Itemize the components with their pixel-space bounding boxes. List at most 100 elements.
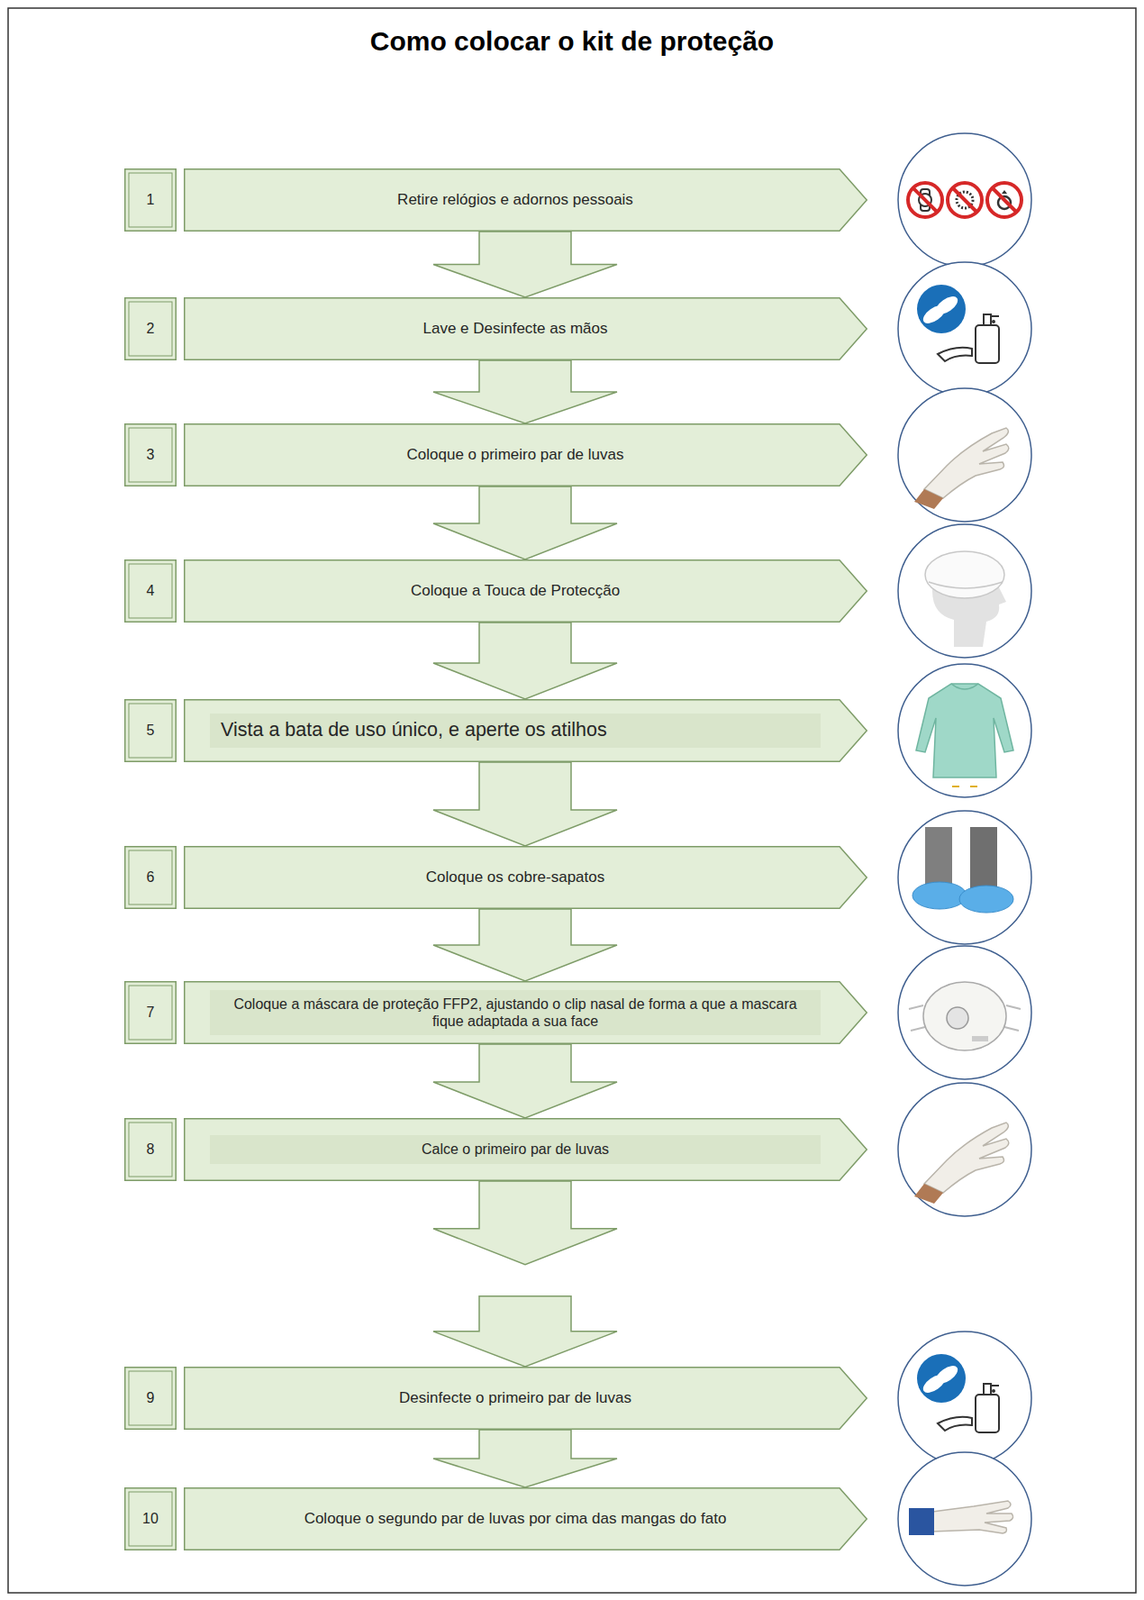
number-square — [125, 699, 177, 763]
number-square — [125, 1488, 177, 1551]
number-square-inner — [128, 172, 173, 227]
icon-part — [913, 188, 937, 212]
icon-part — [898, 663, 1032, 798]
glove-icon — [898, 1082, 1032, 1217]
flow-arrow — [433, 486, 618, 560]
number-square-inner — [128, 985, 173, 1040]
step-number: 2 — [143, 319, 159, 337]
step-text: Vista a bata de uso único, e aperte os a… — [209, 713, 821, 748]
icon-part — [951, 683, 979, 690]
icon-part — [898, 945, 1032, 1080]
icon-part — [898, 388, 1032, 522]
icon-part — [917, 284, 999, 364]
flow-arrow — [433, 1429, 618, 1488]
arrow-box-shape — [184, 424, 868, 487]
page-border — [8, 8, 1136, 1593]
icon-part — [917, 1353, 999, 1433]
number-square — [125, 560, 177, 623]
icon-part — [992, 188, 1017, 212]
step-number-box: 10 — [124, 1487, 177, 1551]
icon-part — [914, 1122, 1009, 1204]
icon-part — [925, 551, 1005, 599]
step-number: 5 — [143, 721, 159, 739]
icon-part — [907, 182, 943, 218]
icon-part — [946, 1007, 969, 1029]
step-arrow-box: Vista a bata de uso único, e aperte os a… — [183, 699, 868, 763]
no-jewellery-icon — [898, 133, 1032, 267]
step-number: 7 — [143, 1003, 159, 1021]
number-square — [125, 1118, 177, 1181]
number-square — [125, 169, 177, 232]
step-text: Coloque a Touca de Protecção — [407, 581, 624, 600]
icon-part — [925, 826, 953, 890]
number-square — [125, 846, 177, 909]
icon-part — [987, 182, 1022, 218]
icon-part — [970, 826, 998, 892]
cap-icon — [898, 524, 1032, 658]
icon-part — [928, 581, 1003, 589]
step-text: Lave e Desinfecte as mãos — [418, 319, 611, 338]
flow-arrow — [433, 908, 618, 981]
icon-part — [898, 1452, 1032, 1586]
icon-part — [898, 1331, 1032, 1465]
icon-part — [932, 1500, 1014, 1534]
flow-arrow — [433, 762, 618, 846]
arrow-box-shape — [184, 846, 868, 909]
number-square-inner — [128, 301, 173, 356]
arrow-box-shape — [184, 981, 868, 1045]
gown-icon — [898, 663, 1032, 798]
step-number-box: 7 — [124, 980, 177, 1045]
step-arrow-box: Coloque a Touca de Protecção — [183, 559, 868, 623]
icon-part — [987, 182, 1022, 218]
diagram-title: Como colocar o kit de proteção — [0, 25, 1144, 58]
icon-part — [947, 182, 982, 218]
icon-part — [898, 810, 1032, 945]
number-square — [125, 981, 177, 1045]
step-number-box: 2 — [124, 297, 177, 361]
step-text: Retire relógios e adornos pessoais — [393, 190, 637, 209]
step-number: 1 — [143, 190, 159, 209]
icon-part — [908, 1507, 935, 1535]
number-square-inner — [128, 703, 173, 758]
step-arrow-box: Lave e Desinfecte as mãos — [183, 297, 868, 361]
step-text: Desinfecte o primeiro par de luvas — [395, 1389, 636, 1408]
step-arrow-box: Coloque o segundo par de luvas por cima … — [183, 1487, 868, 1551]
title-area: Como colocar o kit de proteção — [0, 25, 1144, 58]
icon-part — [912, 881, 967, 909]
hand-wash-icon — [898, 262, 1032, 396]
icon-part — [898, 133, 1032, 267]
step-number: 10 — [138, 1509, 163, 1527]
step-text: Coloque os cobre-sapatos — [422, 868, 609, 887]
flow-arrow — [433, 1180, 618, 1367]
step-number: 4 — [143, 581, 159, 600]
icon-part — [923, 981, 1007, 1051]
number-square-inner — [128, 850, 173, 905]
flow-arrow — [433, 622, 618, 700]
step-number-box: 8 — [124, 1117, 177, 1181]
step-arrow-box: Coloque o primeiro par de luvas — [183, 423, 868, 487]
step-number: 8 — [143, 1140, 159, 1158]
step-number-box: 1 — [124, 168, 177, 232]
icon-part — [898, 1082, 1032, 1217]
number-square — [125, 298, 177, 361]
flow-arrow — [433, 360, 618, 424]
glove-icon — [898, 388, 1032, 522]
step-text: Coloque o segundo par de luvas por cima … — [300, 1509, 731, 1528]
step-number-box: 4 — [124, 559, 177, 623]
step-number-box: 5 — [124, 699, 177, 763]
icon-part — [952, 785, 978, 788]
step-arrow-box: Desinfecte o primeiro par de luvas — [183, 1366, 868, 1430]
step-text: Calce o primeiro par de luvas — [209, 1134, 821, 1163]
icon-part — [907, 182, 943, 218]
number-square — [125, 1367, 177, 1430]
arrow-box-shape — [184, 298, 868, 361]
number-square-inner — [128, 563, 173, 618]
flow-arrow — [433, 231, 618, 298]
icon-part — [1001, 190, 1008, 194]
arrow-box-shape — [184, 1118, 868, 1181]
step-number: 3 — [143, 445, 159, 464]
flow-arrow — [433, 1044, 618, 1118]
step-text: Coloque a máscara de proteção FFP2, ajus… — [209, 989, 821, 1036]
